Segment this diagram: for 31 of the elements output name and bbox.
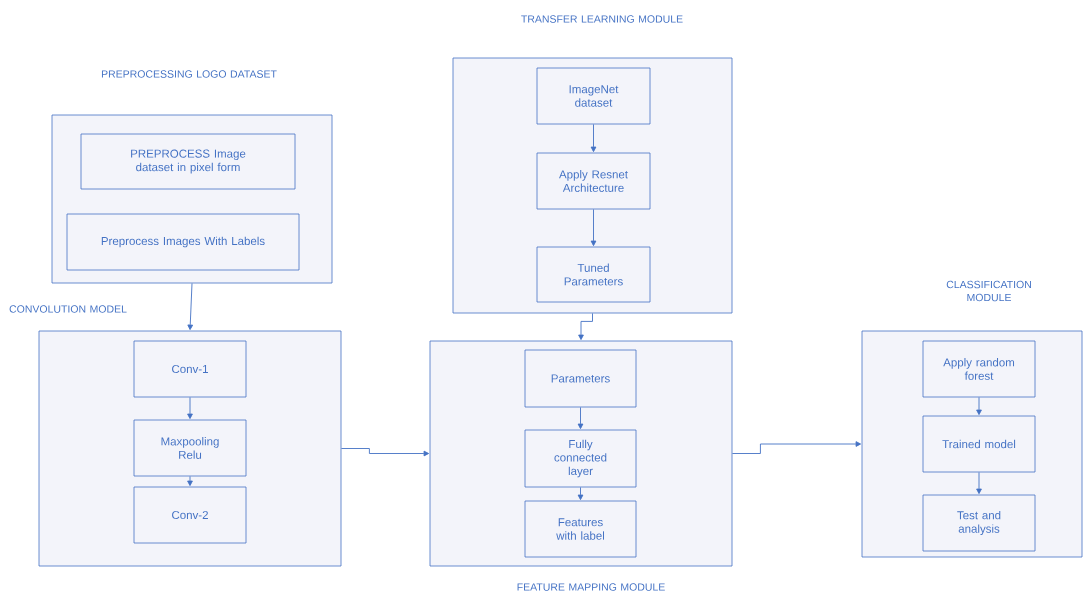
module-heading: FEATURE MAPPING MODULE	[517, 583, 665, 591]
process-box: Tuned Parameters	[536, 246, 651, 303]
process-box: Features with label	[524, 500, 637, 558]
module-heading: PREPROCESSING LOGO DATASET	[101, 70, 277, 78]
process-box: Maxpooling Relu	[133, 419, 247, 477]
process-box: Preprocess Images With Labels	[66, 213, 300, 271]
arrow	[577, 486, 584, 501]
arrow	[976, 471, 982, 495]
arrow	[340, 448, 430, 457]
module-heading: TRANSFER LEARNING MODULE	[521, 15, 683, 23]
arrow	[976, 396, 982, 416]
process-box: Parameters	[524, 349, 637, 408]
process-box: Conv-1	[133, 340, 247, 398]
arrow	[187, 282, 194, 331]
arrow	[577, 406, 584, 430]
process-box: Fully connected layer	[524, 429, 637, 488]
arrow	[590, 123, 597, 153]
arrow	[731, 441, 862, 454]
process-box: ImageNet dataset	[536, 67, 651, 125]
process-box: PREPROCESS Image dataset in pixel form	[80, 133, 296, 190]
arrow	[578, 312, 593, 341]
module-heading: CLASSIFICATION MODULE	[946, 280, 1031, 302]
module-heading: CONVOLUTION MODEL	[9, 305, 127, 313]
arrow	[187, 475, 193, 487]
process-box: Test and analysis	[922, 494, 1036, 552]
arrow	[590, 208, 597, 247]
process-box: Conv-2	[133, 486, 247, 544]
process-box: Trained model	[922, 415, 1036, 473]
process-box: Apply Resnet Architecture	[536, 152, 651, 210]
process-box: Apply random forest	[922, 340, 1036, 398]
arrow	[187, 396, 193, 420]
